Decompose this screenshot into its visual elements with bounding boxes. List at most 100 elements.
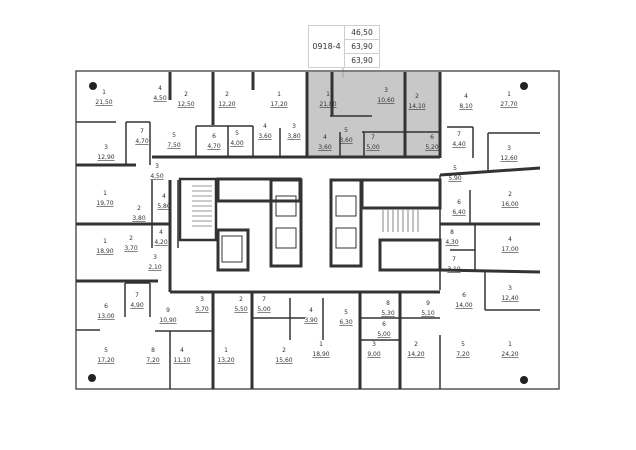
room[interactable]: 65,00 [377, 321, 391, 338]
room[interactable]: 33,70 [195, 296, 209, 313]
room[interactable]: 517,20 [97, 347, 114, 364]
room-area: 10,90 [159, 317, 176, 324]
room-area: 24,20 [501, 351, 518, 358]
room[interactable]: 45,80 [157, 193, 171, 210]
room[interactable]: 55,90 [448, 165, 462, 182]
room[interactable]: 33,80 [287, 123, 301, 140]
room[interactable]: 66,40 [452, 199, 466, 216]
room[interactable]: 121,50 [95, 89, 112, 106]
room[interactable]: 121,80 [319, 91, 336, 108]
room[interactable]: 118,90 [312, 341, 329, 358]
room-area: 4,40 [452, 141, 466, 148]
room[interactable]: 214,10 [408, 93, 425, 110]
room[interactable]: 73,10 [447, 256, 461, 273]
room[interactable]: 57,50 [167, 132, 181, 149]
room[interactable]: 74,70 [135, 128, 149, 145]
room[interactable]: 124,20 [501, 341, 518, 358]
elevator-shaft-left [269, 178, 303, 268]
room[interactable]: 87,20 [146, 347, 160, 364]
room[interactable]: 910,90 [159, 307, 176, 324]
room-area: 4,70 [135, 138, 149, 145]
room[interactable]: 54,00 [230, 130, 244, 147]
room[interactable]: 32,10 [148, 254, 162, 271]
room-number: 2 [282, 347, 286, 354]
room[interactable]: 34,50 [150, 163, 164, 180]
room[interactable]: 212,50 [177, 91, 194, 108]
room[interactable]: 411,10 [173, 347, 190, 364]
room[interactable]: 75,00 [257, 296, 271, 313]
selected-apartment-highlight[interactable] [307, 72, 440, 158]
room-number: 8 [151, 347, 155, 354]
room-number: 2 [137, 205, 141, 212]
room-number: 2 [225, 91, 229, 98]
room-number: 1 [508, 341, 512, 348]
room[interactable]: 119,70 [96, 190, 113, 207]
room[interactable]: 25,50 [234, 296, 248, 313]
building-core [178, 177, 442, 272]
room[interactable]: 74,40 [452, 131, 466, 148]
room-number: 3 [384, 87, 388, 94]
room[interactable]: 44,20 [154, 229, 168, 246]
room-area: 3,70 [124, 245, 138, 252]
room-area: 3,80 [287, 133, 301, 140]
room[interactable]: 65,20 [425, 134, 439, 151]
room-number: 6 [457, 199, 461, 206]
room-number: 2 [129, 235, 133, 242]
room[interactable]: 212,20 [218, 91, 235, 108]
room[interactable]: 614,00 [455, 292, 472, 309]
room[interactable]: 74,90 [130, 292, 144, 309]
elevator-shaft-right [329, 178, 363, 268]
room-area: 14,10 [408, 103, 425, 110]
stair-left [178, 177, 218, 242]
room[interactable]: 23,70 [124, 235, 138, 252]
room-area: 7,20 [146, 357, 160, 364]
room[interactable]: 56,30 [339, 309, 353, 326]
room[interactable]: 214,20 [407, 341, 424, 358]
room[interactable]: 43,60 [318, 134, 332, 151]
room[interactable]: 44,50 [153, 85, 167, 102]
room[interactable]: 117,20 [270, 91, 287, 108]
room[interactable]: 43,60 [258, 123, 272, 140]
core-room [360, 178, 442, 210]
room[interactable]: 64,70 [207, 133, 221, 150]
room[interactable]: 23,80 [132, 205, 146, 222]
apartment-info-box[interactable]: 0918-4 46,50 63,90 63,90 [308, 25, 380, 68]
room[interactable]: 215,60 [275, 347, 292, 364]
room-area: 5,20 [425, 144, 439, 151]
room[interactable]: 85,30 [381, 300, 395, 317]
room-area: 5,00 [377, 331, 391, 338]
room[interactable]: 216,00 [501, 191, 518, 208]
room-area: 17,20 [270, 101, 287, 108]
room[interactable]: 48,10 [459, 93, 473, 110]
room-area: 3,60 [339, 137, 353, 144]
room[interactable]: 118,90 [96, 238, 113, 255]
living-area: 63,90 [345, 40, 379, 54]
room[interactable]: 95,10 [421, 300, 435, 317]
room-number: 9 [166, 307, 170, 314]
room[interactable]: 39,00 [367, 341, 381, 358]
room[interactable]: 57,20 [456, 341, 470, 358]
room-number: 8 [386, 300, 390, 307]
room[interactable]: 113,20 [217, 347, 234, 364]
room[interactable]: 312,40 [501, 285, 518, 302]
room[interactable]: 43,90 [304, 307, 318, 324]
room-area: 3,60 [258, 133, 272, 140]
room[interactable]: 417,00 [501, 236, 518, 253]
room-area: 12,20 [218, 101, 235, 108]
room[interactable]: 310,60 [377, 87, 394, 104]
room-number: 4 [180, 347, 184, 354]
room-area: 12,40 [501, 295, 518, 302]
room[interactable]: 312,90 [97, 144, 114, 161]
room[interactable]: 613,00 [97, 303, 114, 320]
room-number: 7 [135, 292, 139, 299]
room[interactable]: 53,60 [339, 127, 353, 144]
room[interactable]: 127,70 [500, 91, 517, 108]
room-number: 4 [508, 236, 512, 243]
room-area: 5,50 [234, 306, 248, 313]
room-number: 3 [507, 145, 511, 152]
room[interactable]: 84,30 [445, 229, 459, 246]
room[interactable]: 75,00 [366, 134, 380, 151]
room[interactable]: 312,60 [500, 145, 517, 162]
room-area: 6,30 [339, 319, 353, 326]
room-number: 6 [462, 292, 466, 299]
